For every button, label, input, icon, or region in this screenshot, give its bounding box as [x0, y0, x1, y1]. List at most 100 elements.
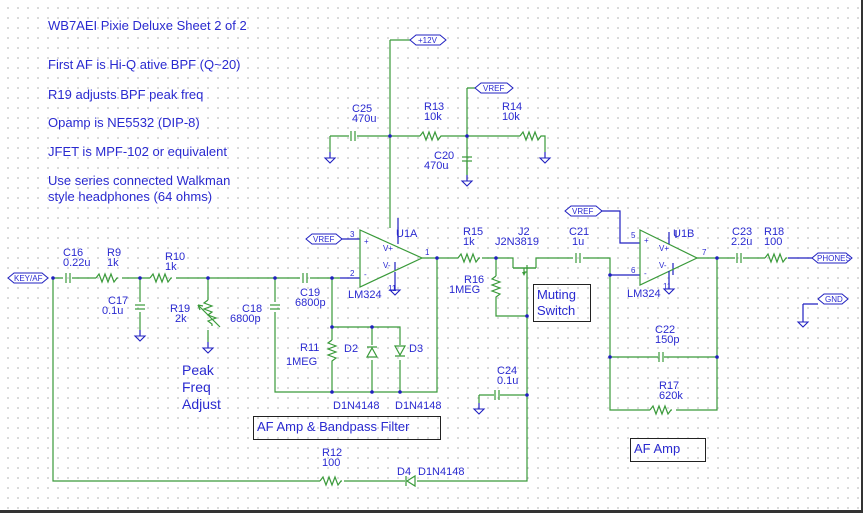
- label-C19-ref: C19: [300, 287, 320, 299]
- note-6: style headphones (64 ohms): [48, 189, 213, 204]
- sheet-title: WB7AEI Pixie Deluxe Sheet 2 of 2: [48, 18, 247, 33]
- capacitor-C24: [494, 390, 500, 400]
- resistor-R9: [95, 272, 118, 284]
- label-C17-val: 0.1u: [102, 305, 123, 317]
- label-R14-ref: R14: [502, 101, 522, 113]
- svg-text:V+: V+: [383, 244, 393, 253]
- svg-text:+12V: +12V: [418, 36, 438, 45]
- label-D3-ref: D3: [409, 343, 423, 355]
- resistor-R13: [419, 130, 442, 142]
- svg-text:VREF: VREF: [313, 235, 334, 244]
- diodes: [365, 345, 416, 488]
- label-C21-ref: C21: [569, 226, 589, 238]
- resistor-R16: [490, 275, 502, 300]
- label-C17-ref: C17: [108, 295, 128, 307]
- svg-text:2: 2: [350, 269, 355, 278]
- label-C24-val: 0.1u: [497, 375, 518, 387]
- svg-text:V+: V+: [659, 244, 669, 253]
- capacitor-C20: [462, 156, 472, 175]
- junctions: [51, 134, 719, 397]
- note-5: Use series connected Walkman: [48, 173, 231, 188]
- port-gnd: GND: [817, 293, 849, 305]
- label-R17-ref: R17: [659, 380, 679, 392]
- label-R15-val: 1k: [463, 236, 475, 248]
- capacitor-C22: [658, 352, 664, 362]
- label-U1B-val: LM324: [627, 288, 661, 300]
- note-1: First AF is Hi-Q ative BPF (Q~20): [48, 57, 241, 72]
- peak-label-1: Peak: [182, 362, 214, 378]
- label-J2-ref: J2: [518, 226, 530, 238]
- note-2: R19 adjusts BPF peak freq: [48, 87, 204, 102]
- label-C20-ref: C20: [434, 150, 454, 162]
- svg-text:1: 1: [425, 248, 430, 257]
- capacitor-C16: [65, 273, 71, 283]
- note-4: JFET is MPF-102 or equivalent: [48, 144, 227, 159]
- label-C23-ref: C23: [732, 226, 752, 238]
- label-R13-ref: R13: [424, 101, 444, 113]
- peak-label-2: Freq: [182, 379, 211, 395]
- label-R14-val: 10k: [502, 111, 520, 123]
- label-C16-ref: C16: [63, 247, 83, 259]
- label-U1A-val: LM324: [348, 289, 382, 301]
- label-C19-val: 6800p: [295, 297, 326, 309]
- resistor-R18: [764, 252, 787, 264]
- label-R19-ref: R19: [170, 303, 190, 315]
- label-R19-val: 2k: [175, 313, 187, 325]
- svg-text:5: 5: [631, 231, 636, 240]
- label-C25-val: 470u: [352, 113, 376, 125]
- label-R13-val: 10k: [424, 111, 442, 123]
- capacitor-C19: [302, 273, 308, 283]
- label-C18-val: 6800p: [230, 313, 261, 325]
- port-keyaf: KEY/AF: [7, 272, 49, 284]
- capacitors: [65, 131, 742, 400]
- port-vref-u1a: VREF: [305, 233, 343, 245]
- svg-text:3: 3: [350, 230, 355, 239]
- potentiometer-R19: [197, 299, 221, 328]
- label-R16-val: 1MEG: [449, 284, 480, 296]
- svg-text:+: +: [644, 236, 649, 245]
- resistor-R10: [149, 272, 172, 284]
- jfet-J2: [513, 267, 536, 276]
- label-R15-ref: R15: [463, 226, 483, 238]
- capacitor-C25: [350, 131, 356, 141]
- label-C23-val: 2.2u: [731, 236, 752, 248]
- diode-D3: [393, 345, 407, 357]
- label-C24-ref: C24: [497, 365, 517, 377]
- label-C22-val: 150p: [655, 334, 679, 346]
- svg-text:6: 6: [631, 266, 636, 275]
- svg-text:GND: GND: [825, 295, 843, 304]
- diode-D4: [405, 474, 416, 488]
- label-C20-val: 470u: [424, 160, 448, 172]
- resistor-R11: [326, 339, 338, 368]
- label-R11-val: 1MEG: [286, 356, 317, 368]
- label-U1B-ref: U1B: [673, 228, 694, 240]
- label-R10-ref: R10: [165, 251, 185, 263]
- label-C16-val: 0.22u: [63, 257, 91, 269]
- resistors: [95, 130, 787, 487]
- label-R12-val: 100: [322, 457, 340, 469]
- label-C22-ref: C22: [655, 324, 675, 336]
- component-labels: C16 0.22u R9 1k R10 1k C17 0.1u R19 2k C…: [63, 101, 784, 478]
- svg-text:-: -: [644, 269, 647, 278]
- svg-text:VREF: VREF: [483, 84, 504, 93]
- label-R10-val: 1k: [165, 261, 177, 273]
- label-D4-val: D1N4148: [418, 466, 464, 478]
- label-U1A-ref: U1A: [396, 228, 418, 240]
- label-D2-val: D1N4148: [333, 400, 379, 412]
- svg-text:V-: V-: [659, 261, 667, 270]
- label-R18-val: 100: [764, 236, 782, 248]
- resistor-R12: [319, 475, 342, 487]
- note-3: Opamp is NE5532 (DIP-8): [48, 115, 200, 130]
- label-D2-ref: D2: [344, 343, 358, 355]
- capacitor-C17: [135, 304, 145, 310]
- label-R9-ref: R9: [107, 247, 121, 259]
- label-C21-val: 1u: [572, 236, 584, 248]
- port-phones: PHONES: [811, 252, 853, 264]
- label-D4-ref: D4: [397, 466, 411, 478]
- label-R18-ref: R18: [764, 226, 784, 238]
- capacitor-C23: [736, 253, 742, 263]
- svg-text:VREF: VREF: [572, 207, 593, 216]
- svg-text:11: 11: [663, 282, 672, 291]
